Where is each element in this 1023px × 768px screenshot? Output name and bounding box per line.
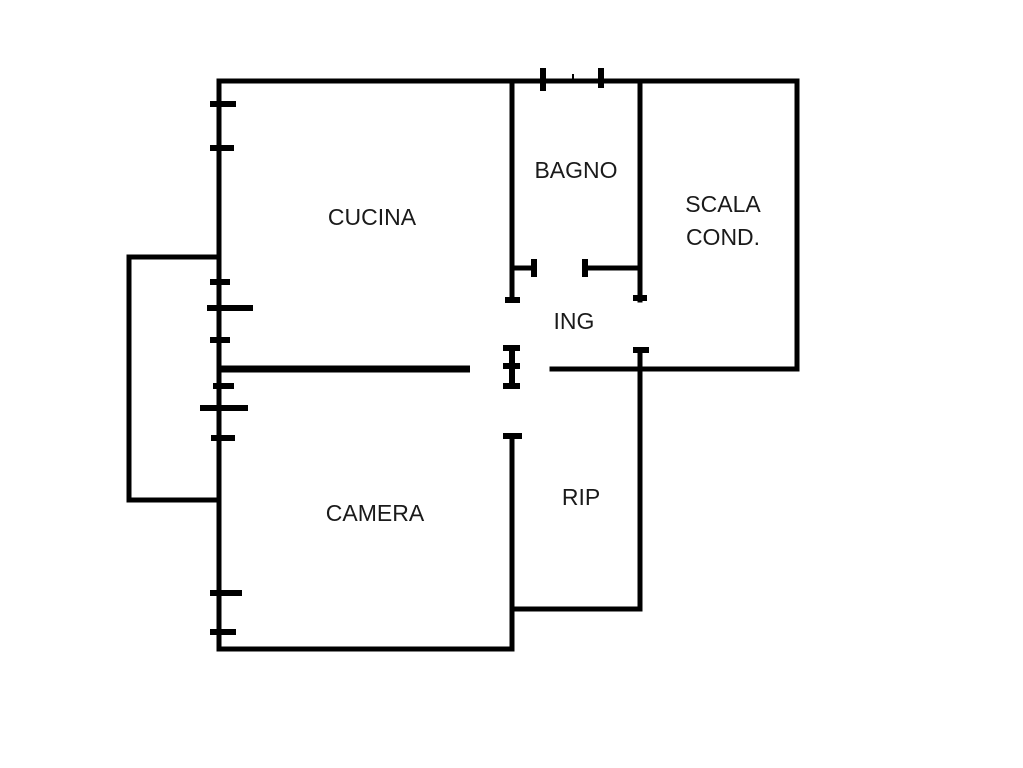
label-scala-line1: SCALA [685, 191, 761, 217]
walls [126, 78, 800, 652]
label-camera: CAMERA [326, 500, 425, 526]
label-ing: ING [554, 308, 595, 334]
openings [200, 68, 649, 635]
label-bagno: BAGNO [534, 157, 617, 183]
label-cucina: CUCINA [328, 204, 417, 230]
label-rip: RIP [562, 484, 600, 510]
label-scala-line2: COND. [686, 224, 760, 250]
room-labels: CUCINA BAGNO SCALA COND. ING CAMERA RIP [326, 157, 762, 526]
balcony-outline [126, 254, 222, 503]
